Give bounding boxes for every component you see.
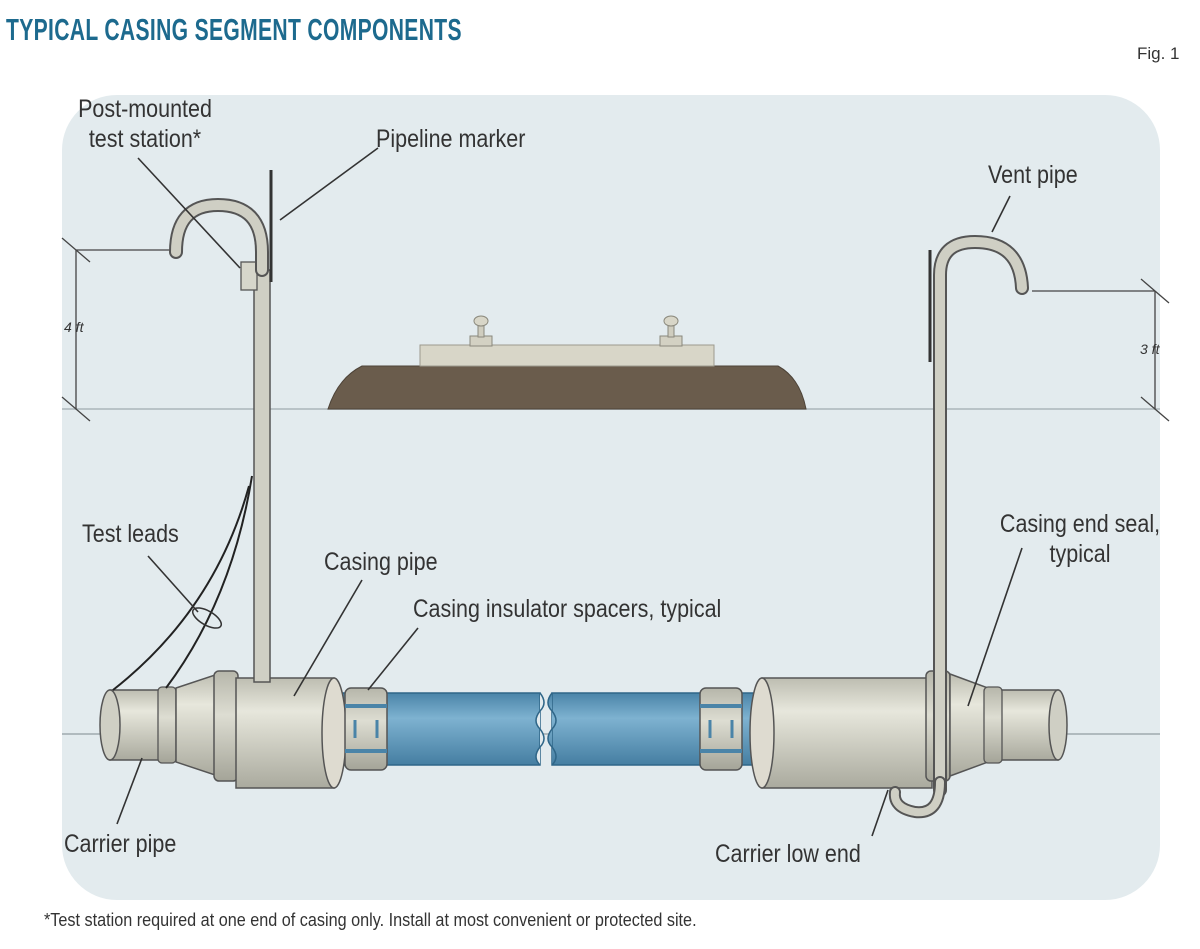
casing-pipe-right — [749, 677, 933, 789]
diagram-title: Typical casing segment components — [6, 12, 462, 47]
label-casing-pipe: Casing pipe — [324, 548, 438, 576]
rail-left — [469, 315, 493, 347]
leader-lines — [116, 147, 1023, 837]
dimension-left — [61, 237, 180, 422]
label-carrier-low-end: Carrier low end — [715, 840, 861, 868]
casing-pipe-left — [235, 677, 347, 789]
insulator-spacer-right — [699, 687, 743, 771]
label-vent-pipe: Vent pipe — [988, 161, 1078, 189]
label-casing-end-seal: Casing end seal, typical — [999, 510, 1161, 568]
label-carrier-pipe: Carrier pipe — [64, 830, 177, 858]
dimension-label-right: 3 ft — [1140, 341, 1160, 357]
label-casing-insulator-spacers: Casing insulator spacers, typical — [413, 595, 722, 623]
label-post-mounted-test-station: Post-mounted test station* — [78, 95, 212, 153]
dimension-label-left: 4 ft — [64, 319, 84, 335]
test-station-post — [169, 197, 271, 683]
vent-pipe — [888, 234, 1029, 819]
label-pipeline-marker: Pipeline marker — [376, 125, 526, 153]
casing-end-seal-right — [949, 672, 989, 778]
railroad-tie — [419, 344, 715, 367]
figure-label: Fig. 1 — [1137, 44, 1180, 63]
carrier-pipe-right-end — [983, 686, 1068, 764]
test-leads — [112, 475, 253, 691]
ballast-embankment — [327, 365, 807, 410]
dimension-right — [1032, 278, 1170, 422]
rail-right — [659, 315, 683, 347]
casing-end-seal-left — [175, 672, 219, 778]
label-test-leads: Test leads — [82, 520, 179, 548]
footnote: *Test station required at one end of cas… — [44, 910, 697, 930]
insulator-spacer-left — [344, 687, 388, 771]
